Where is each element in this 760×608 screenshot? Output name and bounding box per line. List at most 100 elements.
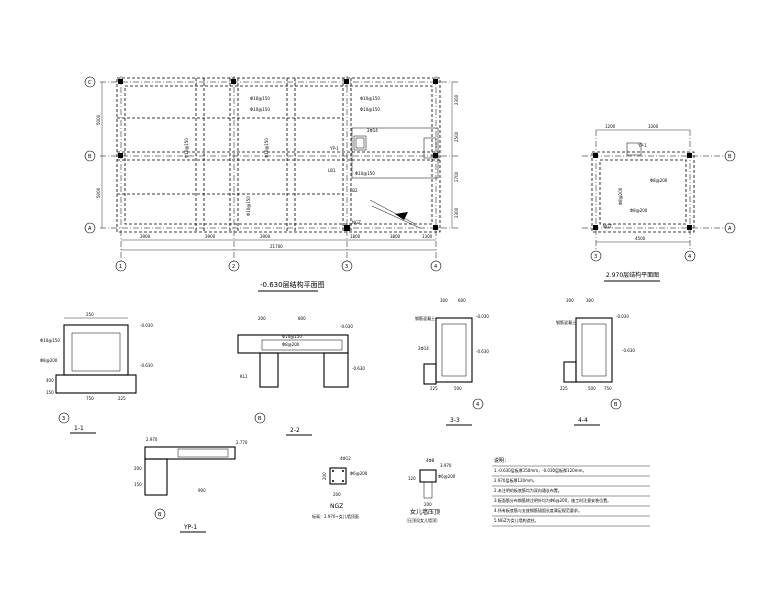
section-label: 800 xyxy=(298,316,306,321)
dimension: 2700 xyxy=(454,171,459,182)
rebar-label: Φ8@200 xyxy=(630,208,648,213)
section-label: Φ10@150 xyxy=(40,338,60,343)
section-label: 4Φ12 xyxy=(340,456,351,461)
section-4-4: 300 300 -0.030 -0.630 钢筋混凝土 225 500 750 … xyxy=(556,298,635,426)
section-label: 200 xyxy=(322,472,327,480)
axis-label-2: 2 xyxy=(232,264,235,270)
section-label: Φ6@200 xyxy=(350,471,368,476)
section-title: NGZ xyxy=(330,503,343,510)
design-notes: 说明： 1.-0.630层板厚150mm，-0.030层板厚120mm， 2.9… xyxy=(492,457,650,527)
section-title: 4-4 xyxy=(578,417,588,424)
section-label: 200 xyxy=(424,502,432,507)
rebar-label: Φ8@200 xyxy=(618,187,623,205)
section-label: 钢筋混凝土 xyxy=(415,315,435,321)
section-label: 200 xyxy=(258,316,266,321)
section-label: 750 xyxy=(86,396,94,401)
section-label: 300 xyxy=(440,298,448,303)
axis-label: 3 xyxy=(62,416,65,422)
section-label: 750 xyxy=(604,386,612,391)
axis-label-a: A xyxy=(728,226,732,232)
dimension: 1200 xyxy=(605,124,616,129)
elevation: -0.030 xyxy=(616,314,629,319)
section-1-1: 250 -0.030 -0.630 Φ10@150 Φ8@200 400 150… xyxy=(40,312,153,434)
dimension-total: 21700 xyxy=(270,244,283,249)
note-item: 2.970层板厚120mm。 xyxy=(494,477,537,483)
section-label: 300 xyxy=(586,298,594,303)
axis-label-1: 1 xyxy=(119,264,122,270)
rebar-label: Φ8@200 xyxy=(650,178,668,183)
section-label: Φ8@200 xyxy=(282,342,300,347)
section-label: 250 xyxy=(86,312,94,317)
section-label: 150 xyxy=(134,482,142,487)
slab-label: YP-1 xyxy=(329,146,339,151)
axis-label-3: 3 xyxy=(594,254,597,260)
section-label: 600 xyxy=(458,298,466,303)
section-label: Φ6@200 xyxy=(438,474,456,479)
plan-title: 2.970层结构平面图 xyxy=(606,271,659,279)
column-label: NGZ xyxy=(603,224,612,229)
elevation: 2.970 xyxy=(146,437,158,442)
section-label: 225 xyxy=(560,386,568,391)
column-label: NGZ xyxy=(352,220,361,225)
rebar-label: Φ10@150 xyxy=(246,196,251,216)
note-item: 1.-0.630层板厚150mm，-0.030层板厚120mm， xyxy=(494,467,586,473)
section-label: Φ10@150 xyxy=(282,334,302,339)
axis-label-4: 4 xyxy=(434,264,437,270)
elevation: -0.030 xyxy=(476,314,489,319)
section-title: 1-1 xyxy=(74,425,84,432)
rebar-label: Φ10@150 xyxy=(355,171,375,176)
section-label: 2Φ14 xyxy=(418,346,429,351)
axis-label: B xyxy=(258,416,262,422)
rebar-label: 2Φ14 xyxy=(367,128,378,133)
section-label: 225 xyxy=(430,386,438,391)
rebar-label: Φ10@150 xyxy=(184,138,189,158)
rebar-label: Φ10@150 xyxy=(360,96,380,101)
section-2-2: 200 800 -0.030 Φ10@150 Φ8@200 KL1 -0.630… xyxy=(237,316,365,436)
section-label: 225 xyxy=(118,396,126,401)
elevation: -0.630 xyxy=(352,366,365,371)
rebar-label: Φ10@150 xyxy=(250,107,270,112)
section-yp-1: 2.970 2.770 900 200 150 B YP-1 xyxy=(134,437,248,533)
axis-label: B xyxy=(158,512,162,518)
elevation: 3.970 xyxy=(440,463,452,468)
dimension: 2300 xyxy=(454,94,459,105)
section-note: （压顶设女儿墙顶） xyxy=(404,517,440,523)
beam-label: LB2 xyxy=(350,188,358,193)
note-item: 2.未注明的板底筋均为双向通长布置。 xyxy=(494,487,562,493)
dimension: 5000 xyxy=(96,187,101,198)
section-label: 500 xyxy=(454,386,462,391)
rebar-label: Φ10@150 xyxy=(250,96,270,101)
section-label: Φ8@200 xyxy=(40,358,58,363)
axis-label-c: C xyxy=(88,80,92,86)
dimension: 2500 xyxy=(454,131,459,142)
beam-label: KL1 xyxy=(240,374,248,379)
notes-heading: 说明： xyxy=(494,457,509,464)
section-title: 3-3 xyxy=(450,417,460,424)
elevation: 2.770 xyxy=(236,440,248,445)
section-label: 120 xyxy=(408,476,416,481)
section-label: 200 xyxy=(134,466,142,471)
axis-label-3: 3 xyxy=(345,264,348,270)
section-label: 200 xyxy=(333,492,341,497)
rebar-label: Φ10@150 xyxy=(264,138,269,158)
axis-label: B xyxy=(614,402,618,408)
section-3-3: 300 600 -0.030 -0.630 钢筋混凝土 2Φ14 225 500… xyxy=(415,298,489,426)
section-ngz: 4Φ12 Φ6@200 200 200 NGZ 标高：2.970~女儿墙顶面 xyxy=(312,456,368,519)
note-item: 4.所有板底筋与支座钢筋锚固长度满足规范要求。 xyxy=(494,507,582,513)
elevation: -0.030 xyxy=(140,323,153,328)
elevation: -0.630 xyxy=(622,348,635,353)
section-label: 900 xyxy=(198,488,206,493)
dimension: 3900 xyxy=(140,234,151,239)
axis-label-b: B xyxy=(728,154,732,160)
dimension: 4500 xyxy=(635,236,646,241)
beam-label: LB1 xyxy=(328,168,336,173)
section-label: 400 xyxy=(46,378,54,383)
upper-floor-plan: YP-1 NGZ Φ8@200 Φ8@200 Φ8@200 1200 3300 … xyxy=(582,124,736,282)
section-parapet-coping: 4Φ8 Φ6@200 200 120 3.970 女儿墙压顶 （压顶设女儿墙顶） xyxy=(404,458,456,523)
axis-label: 4 xyxy=(476,402,479,408)
slab-label: YP-1 xyxy=(637,143,647,148)
main-floor-plan: Φ10@150 Φ10@150 Φ10@150 Φ10@150 2Φ14 Φ10… xyxy=(84,76,460,292)
elevation: -0.630 xyxy=(476,349,489,354)
elevation: -0.630 xyxy=(140,363,153,368)
